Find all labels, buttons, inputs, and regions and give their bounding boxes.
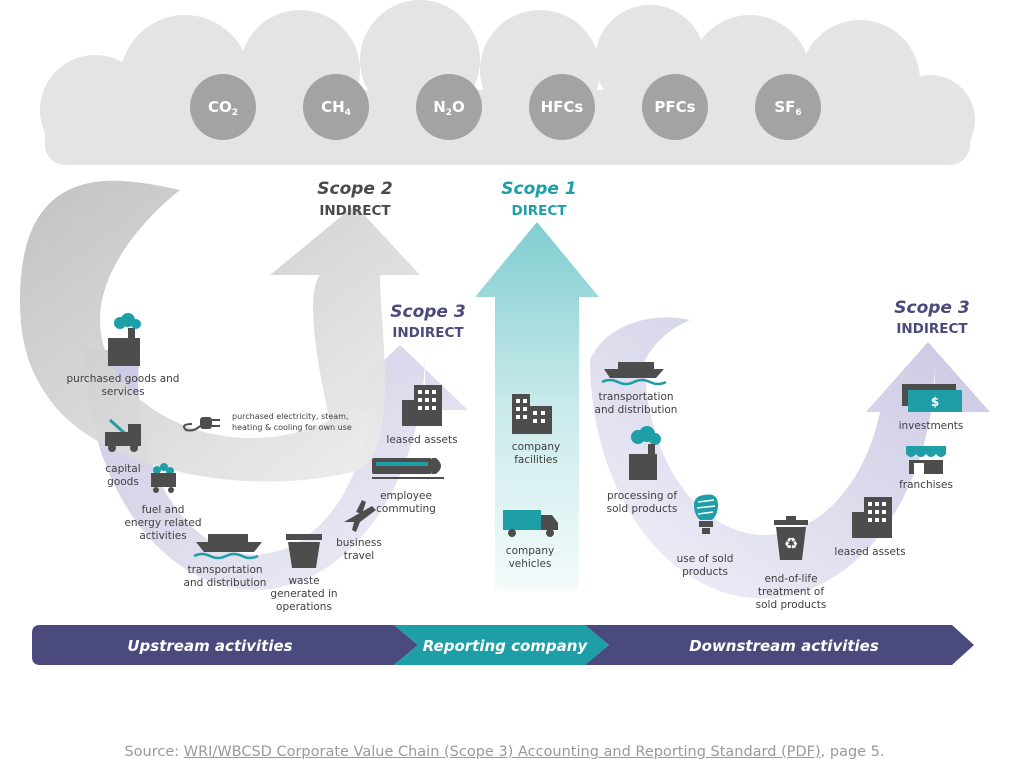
svg-text:Scope 2: Scope 2 [317, 179, 392, 199]
scope2-label: Scope 2 INDIRECT [317, 179, 392, 219]
svg-text:♻: ♻ [784, 534, 798, 553]
svg-text:HFCs: HFCs [541, 98, 584, 116]
downstream-band-label: Downstream activities [689, 637, 879, 655]
upstream-leased-assets-label: leased assets [386, 434, 457, 446]
gas-ch4: CH4 [303, 74, 369, 140]
svg-text:CO2: CO2 [208, 98, 238, 118]
ship-icon [193, 534, 262, 560]
svg-text:INDIRECT: INDIRECT [392, 325, 464, 341]
plug-icon [183, 417, 220, 432]
gas-sf6: SF6 [755, 74, 821, 140]
reporting-band [394, 625, 609, 665]
scope2-arrow [20, 180, 420, 482]
building-icon [402, 385, 442, 426]
coal-cart-icon [151, 463, 176, 493]
gas-circles: CO2 CH4 N2O HFCs PFCs SF6 [190, 74, 821, 140]
svg-text:Scope 3: Scope 3 [390, 302, 465, 322]
electricity-label: purchased electricity, steam,heating & c… [232, 412, 352, 432]
scope1-label: Scope 1 DIRECT [501, 179, 576, 219]
dumpster-icon [286, 534, 322, 568]
downstream-band [585, 625, 974, 665]
company-building-icon [512, 394, 552, 434]
source-caption: Source: WRI/WBCSD Corporate Value Chain … [0, 744, 1009, 760]
downstream-building-icon [852, 497, 892, 538]
scope3-upstream-label: Scope 3 INDIRECT [390, 302, 465, 341]
source-prefix: Source: [124, 744, 184, 760]
storefront-icon [906, 446, 946, 474]
gas-n2o: N2O [416, 74, 482, 140]
gas-pfcs: PFCs [642, 74, 708, 140]
reporting-band-label: Reporting company [423, 637, 589, 655]
svg-text:Scope 1: Scope 1 [501, 179, 576, 199]
train-icon [372, 458, 444, 479]
factory-icon [108, 313, 141, 366]
upstream-band [32, 625, 418, 665]
tow-truck-icon [105, 418, 141, 452]
downstream-ship-icon [601, 362, 667, 386]
franchises-label: franchises [899, 479, 953, 491]
money-icon: $ [902, 384, 962, 412]
svg-text:INDIRECT: INDIRECT [896, 321, 968, 337]
downstream-leased-assets-label: leased assets [834, 546, 905, 558]
upstream-band-label: Upstream activities [127, 637, 292, 655]
activity-band: Upstream activities Reporting company Do… [32, 625, 974, 665]
investments-label: investments [899, 420, 964, 432]
truck-icon [503, 510, 558, 537]
gas-co2: CO2 [190, 74, 256, 140]
lightbulb-icon [694, 494, 718, 534]
recycle-bin-icon: ♻ [774, 516, 808, 560]
source-link[interactable]: WRI/WBCSD Corporate Value Chain (Scope 3… [183, 744, 821, 760]
processing-factory-icon [629, 426, 661, 480]
svg-text:DIRECT: DIRECT [512, 203, 568, 219]
scope3-downstream-label: Scope 3 INDIRECT [894, 298, 969, 337]
scope3-downstream-arrow [590, 317, 990, 599]
airplane-icon [344, 500, 376, 532]
svg-text:SF6: SF6 [774, 98, 801, 118]
gas-hfcs: HFCs [529, 74, 595, 140]
svg-text:N2O: N2O [433, 98, 465, 118]
svg-text:Scope 3: Scope 3 [894, 298, 969, 318]
svg-text:CH4: CH4 [321, 98, 351, 118]
svg-text:INDIRECT: INDIRECT [319, 203, 391, 219]
svg-text:$: $ [931, 395, 939, 409]
cloud-band [40, 0, 975, 165]
source-suffix: , page 5. [820, 744, 885, 760]
svg-text:PFCs: PFCs [654, 98, 695, 116]
